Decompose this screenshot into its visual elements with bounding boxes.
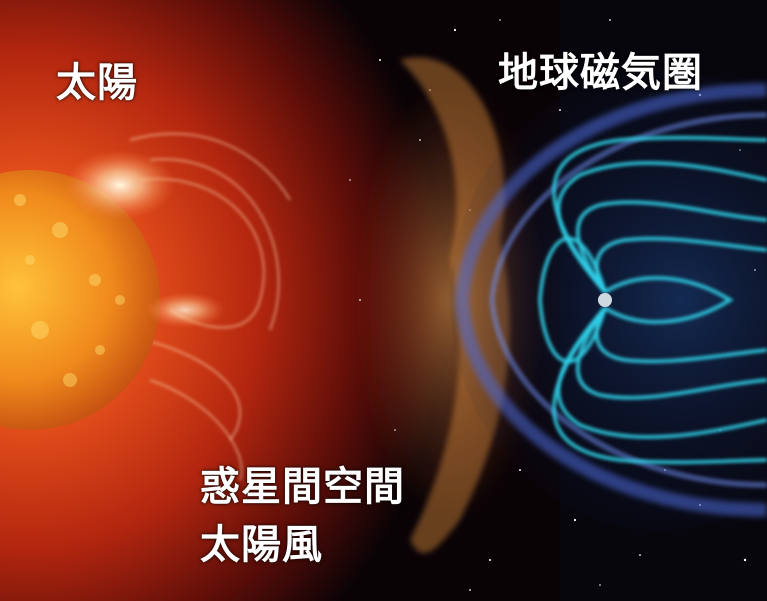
interplanetary-space-label: 惑星間空間	[200, 464, 405, 510]
magnetic-field-lines	[538, 135, 767, 465]
bow-shock	[454, 83, 767, 517]
sun-granulation	[14, 194, 125, 387]
prominence-glow	[145, 292, 225, 328]
solar-wind-label: 太陽風	[200, 522, 323, 568]
coronal-loops	[129, 132, 291, 481]
flare-glow	[65, 150, 175, 220]
earth	[598, 293, 612, 307]
magnetosphere-label: 地球磁気圏	[498, 50, 703, 96]
sun-label: 太陽	[56, 60, 138, 106]
sun-disk	[0, 170, 160, 430]
